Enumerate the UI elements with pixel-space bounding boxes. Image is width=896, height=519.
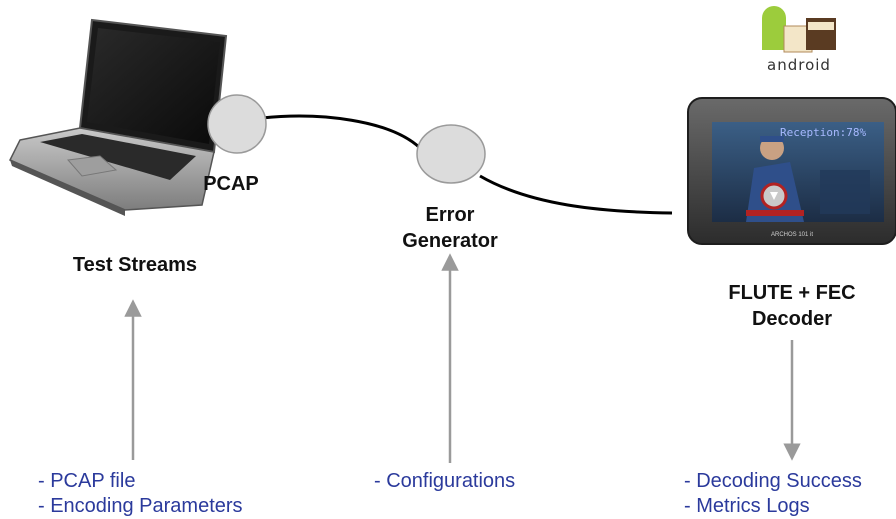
- left-input-item: - PCAP file: [38, 470, 136, 492]
- android-logo-text: android: [767, 56, 831, 74]
- error-generator-node: [416, 124, 486, 184]
- decoder-label-line1: FLUTE + FEC: [728, 282, 856, 304]
- link-pcap-to-error-generator: [261, 114, 422, 150]
- pcap-label: PCAP: [203, 173, 259, 195]
- pcap-node: [207, 94, 267, 154]
- tablet-image: ARCHOS 101 it: [687, 97, 896, 245]
- left-input-item: - Encoding Parameters: [38, 495, 243, 517]
- decoder-label-line2: Decoder: [751, 308, 833, 330]
- middle-input-item: - Configurations: [374, 470, 516, 492]
- laptop-image: [8, 18, 228, 216]
- error-generator-label: Error Generator: [386, 202, 514, 254]
- right-output-item: - Decoding Success: [684, 470, 862, 492]
- middle-input-list: - Configurations: [374, 469, 574, 494]
- right-output-list: - Decoding Success - Metrics Logs: [684, 469, 894, 519]
- error-generator-label-line2: Generator: [402, 230, 498, 252]
- left-input-list: - PCAP file - Encoding Parameters: [38, 469, 298, 519]
- tablet-brand: ARCHOS 101 it: [771, 232, 813, 238]
- right-output-item: - Metrics Logs: [684, 495, 810, 517]
- error-generator-label-line1: Error: [425, 204, 475, 226]
- decoder-label: FLUTE + FEC Decoder: [698, 280, 886, 332]
- tablet-overlay-text: Reception:78%: [780, 126, 867, 139]
- link-error-generator-to-decoder: [479, 174, 673, 215]
- test-streams-label: Test Streams: [72, 254, 198, 276]
- android-logo: [762, 6, 836, 53]
